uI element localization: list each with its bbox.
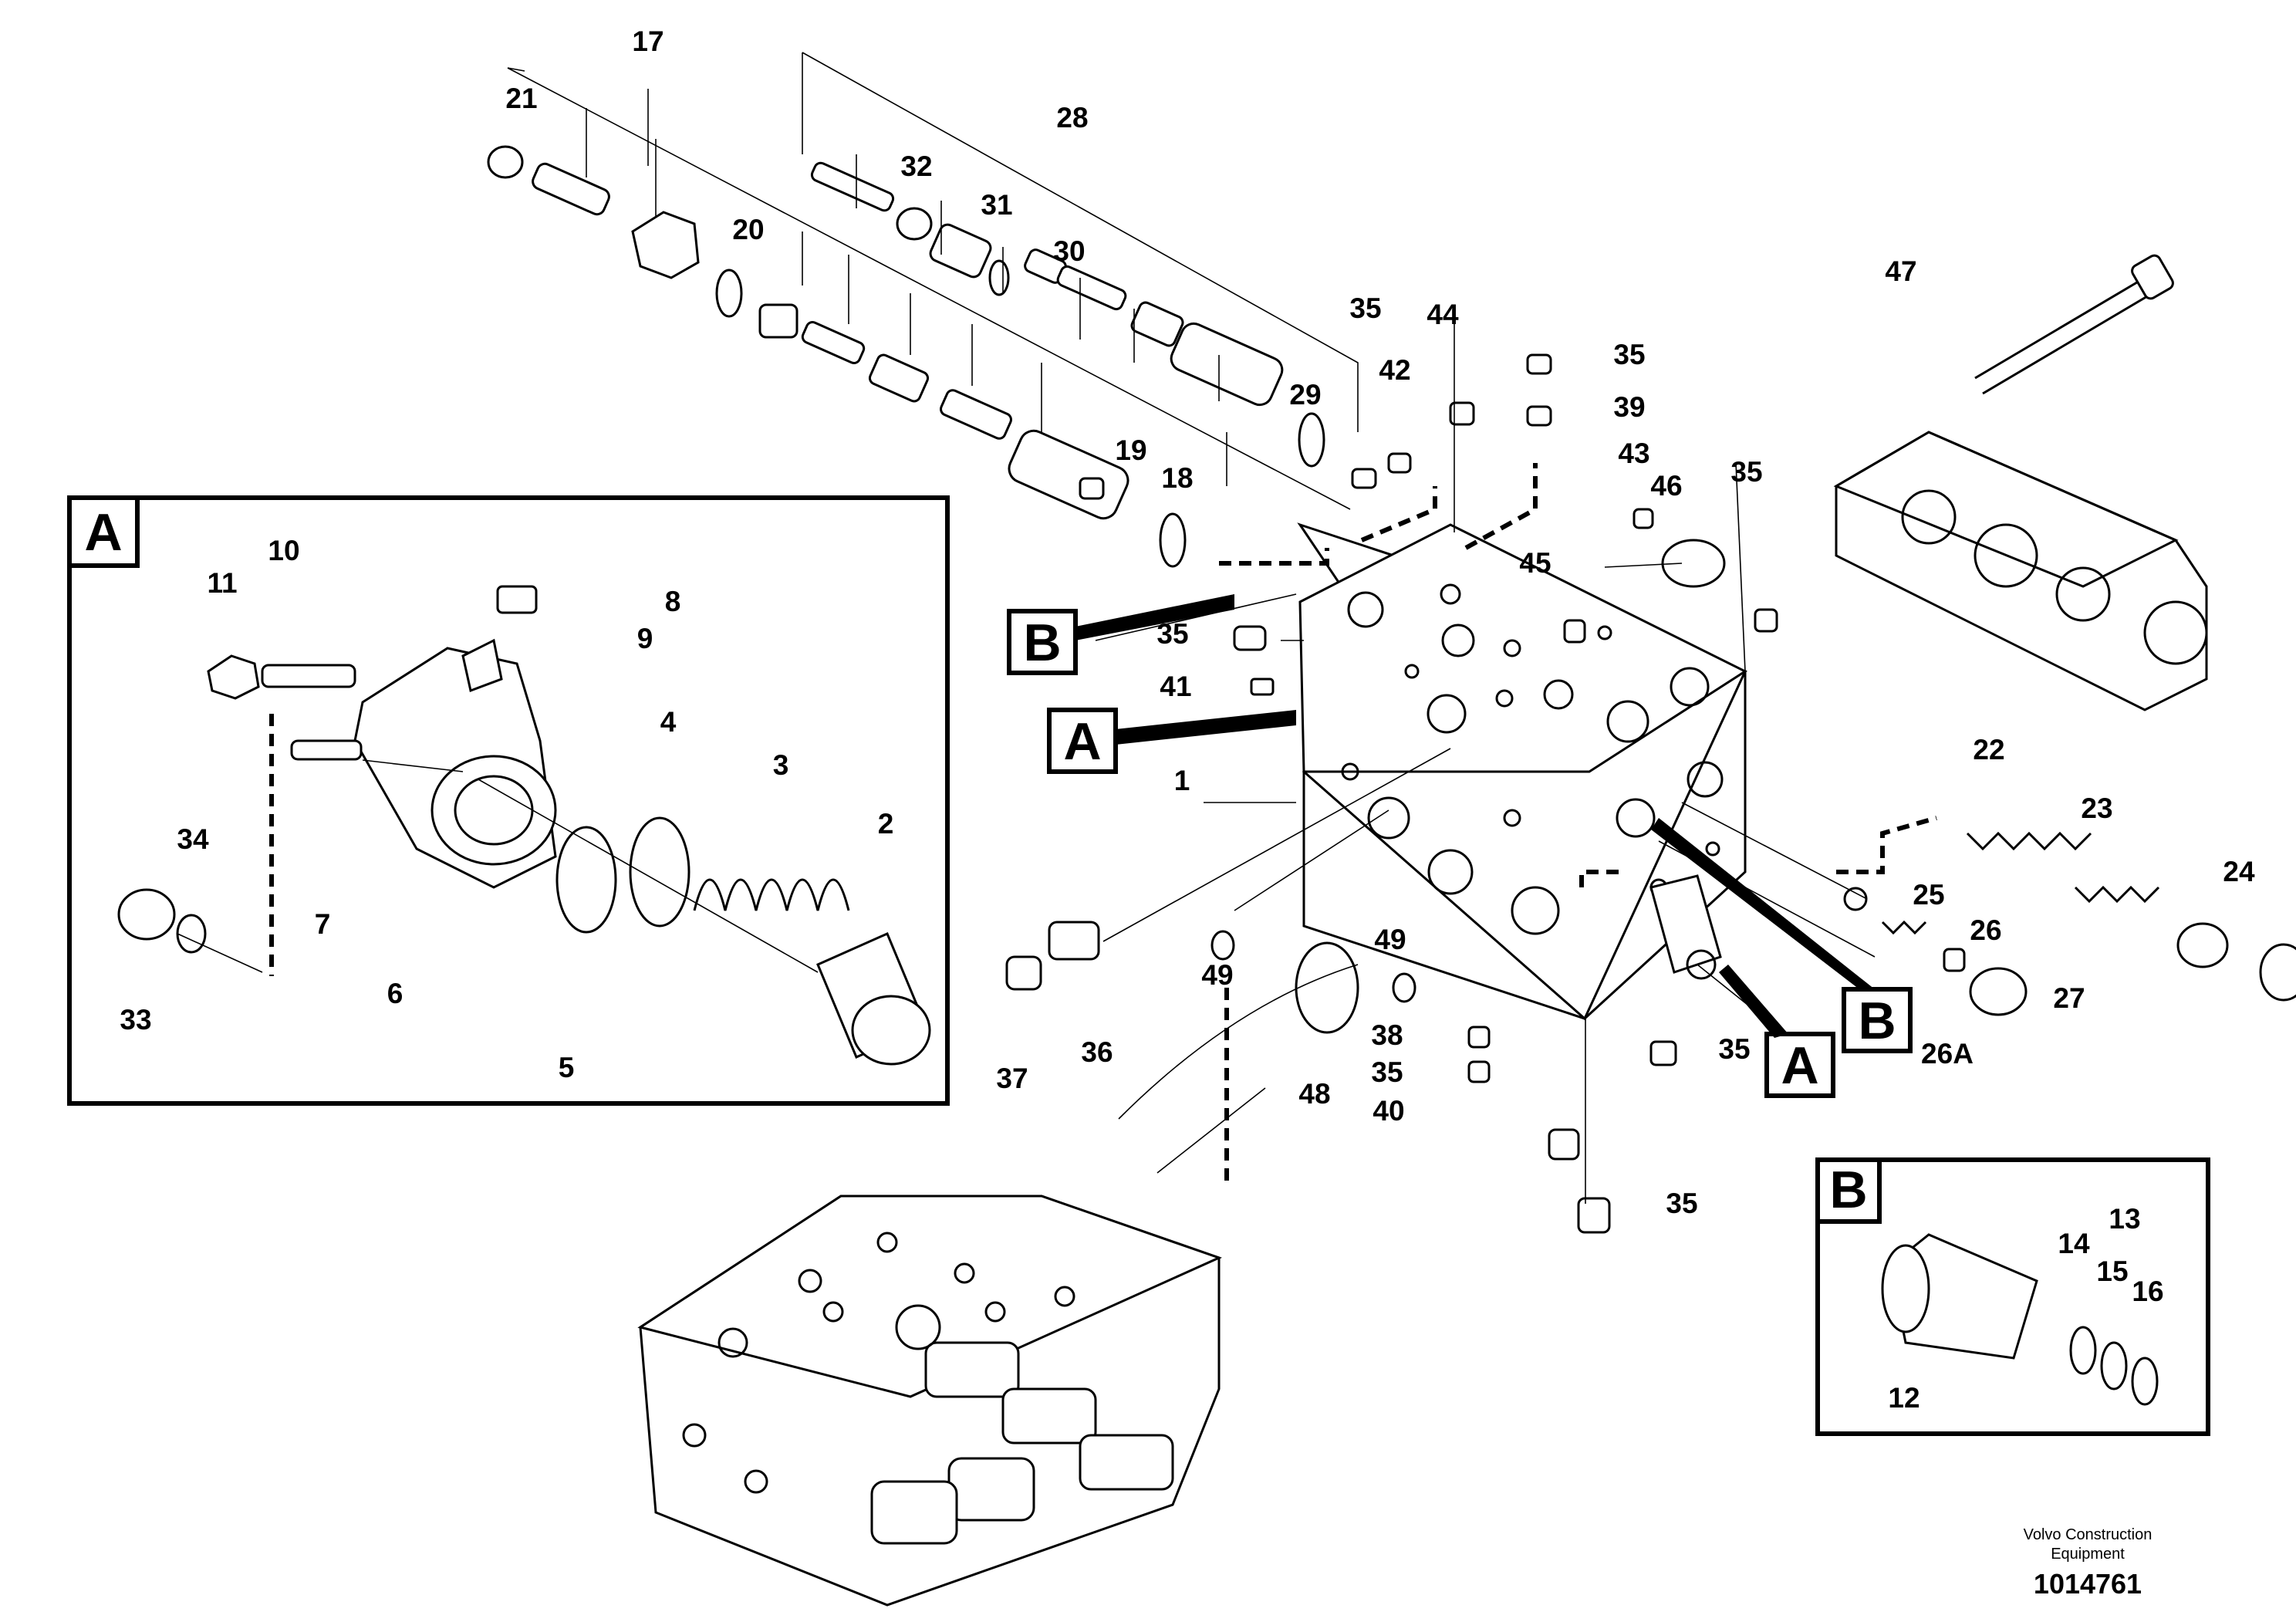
svg-text:A: A <box>1781 1036 1818 1095</box>
svg-text:B: B <box>1023 613 1061 672</box>
company-line-2: Equipment <box>2051 1546 2125 1563</box>
detail-a-parts <box>117 585 931 1066</box>
label-18: 18 <box>1161 462 1193 494</box>
label-35b: 35 <box>1613 339 1645 370</box>
right-side-parts <box>1843 831 2296 1016</box>
small-fittings <box>1005 353 1778 1234</box>
label-39: 39 <box>1613 391 1645 423</box>
label-45: 45 <box>1519 547 1551 579</box>
label-35c: 35 <box>1730 456 1762 488</box>
detail-a-tag: A <box>84 503 122 562</box>
label-14: 14 <box>2058 1228 2090 1259</box>
label-11: 11 <box>207 567 237 599</box>
label-22: 22 <box>1973 734 2004 765</box>
label-33: 33 <box>120 1004 151 1036</box>
label-31: 31 <box>981 189 1012 221</box>
label-12: 12 <box>1888 1382 1920 1414</box>
label-36: 36 <box>1081 1036 1113 1068</box>
spool-assemblies <box>487 145 1325 568</box>
detail-b-tag: B <box>1829 1161 1867 1219</box>
label-41: 41 <box>1160 671 1191 702</box>
label-44: 44 <box>1427 299 1459 330</box>
label-5: 5 <box>559 1052 575 1083</box>
label-16: 16 <box>2132 1276 2163 1307</box>
detail-b-parts <box>1881 1233 2159 1406</box>
label-49b: 49 <box>1374 924 1406 955</box>
label-35f: 35 <box>1718 1033 1750 1065</box>
label-21: 21 <box>505 83 537 114</box>
label-10: 10 <box>268 535 299 566</box>
label-43: 43 <box>1618 438 1649 469</box>
label-9: 9 <box>637 623 653 654</box>
label-2: 2 <box>878 808 894 840</box>
label-6: 6 <box>387 978 403 1009</box>
label-19: 19 <box>1115 434 1146 466</box>
leader-lines <box>177 52 1876 1204</box>
label-7: 7 <box>315 908 331 940</box>
label-25: 25 <box>1913 879 1944 911</box>
label-47: 47 <box>1885 255 1916 287</box>
label-1: 1 <box>1174 765 1190 796</box>
label-28: 28 <box>1056 102 1088 133</box>
label-26a: 26A <box>1921 1038 1974 1070</box>
detail-a-frame: A <box>67 495 950 1106</box>
label-20: 20 <box>732 214 764 245</box>
label-49a: 49 <box>1201 959 1233 991</box>
drawing-number: 1014761 <box>2034 1568 2142 1600</box>
label-15: 15 <box>2096 1255 2128 1287</box>
svg-text:B: B <box>1858 992 1896 1050</box>
label-40: 40 <box>1373 1095 1404 1127</box>
label-38: 38 <box>1371 1019 1403 1051</box>
label-48: 48 <box>1298 1078 1330 1110</box>
label-17: 17 <box>632 25 663 57</box>
detail-b-frame: B <box>1815 1157 2210 1436</box>
callout-b-side: B <box>1651 818 1913 1053</box>
main-valve-block <box>1297 522 1748 1021</box>
label-3: 3 <box>773 749 789 781</box>
label-34: 34 <box>177 823 209 855</box>
callout-a-side: A <box>1719 965 1835 1098</box>
label-23: 23 <box>2081 792 2112 824</box>
label-42: 42 <box>1379 354 1410 386</box>
label-29: 29 <box>1289 379 1321 411</box>
part-labels: 17 21 28 32 31 20 30 35 44 35 42 39 29 4… <box>120 25 2255 1414</box>
control-valve-assembly <box>637 1195 1223 1607</box>
label-8: 8 <box>665 586 681 617</box>
label-4: 4 <box>660 706 677 738</box>
label-27: 27 <box>2053 982 2085 1014</box>
label-37: 37 <box>996 1063 1028 1094</box>
label-24: 24 <box>2223 856 2255 887</box>
footer: Volvo Construction Equipment 1014761 <box>2024 1526 2152 1600</box>
callout-a-main: A <box>1047 708 1296 774</box>
label-13: 13 <box>2109 1203 2140 1235</box>
label-35e: 35 <box>1371 1056 1403 1088</box>
dashed-connections <box>269 463 1937 1181</box>
label-46: 46 <box>1650 470 1682 502</box>
label-32: 32 <box>900 150 932 182</box>
callout-b-main: B <box>1007 594 1234 675</box>
svg-text:A: A <box>1063 712 1101 771</box>
end-plate-47 <box>1833 254 2208 711</box>
label-30: 30 <box>1053 235 1085 267</box>
label-26: 26 <box>1970 914 2001 946</box>
company-line-1: Volvo Construction <box>2024 1526 2152 1543</box>
label-35d: 35 <box>1156 618 1188 650</box>
label-35g: 35 <box>1666 1188 1697 1219</box>
label-35a: 35 <box>1349 292 1381 324</box>
